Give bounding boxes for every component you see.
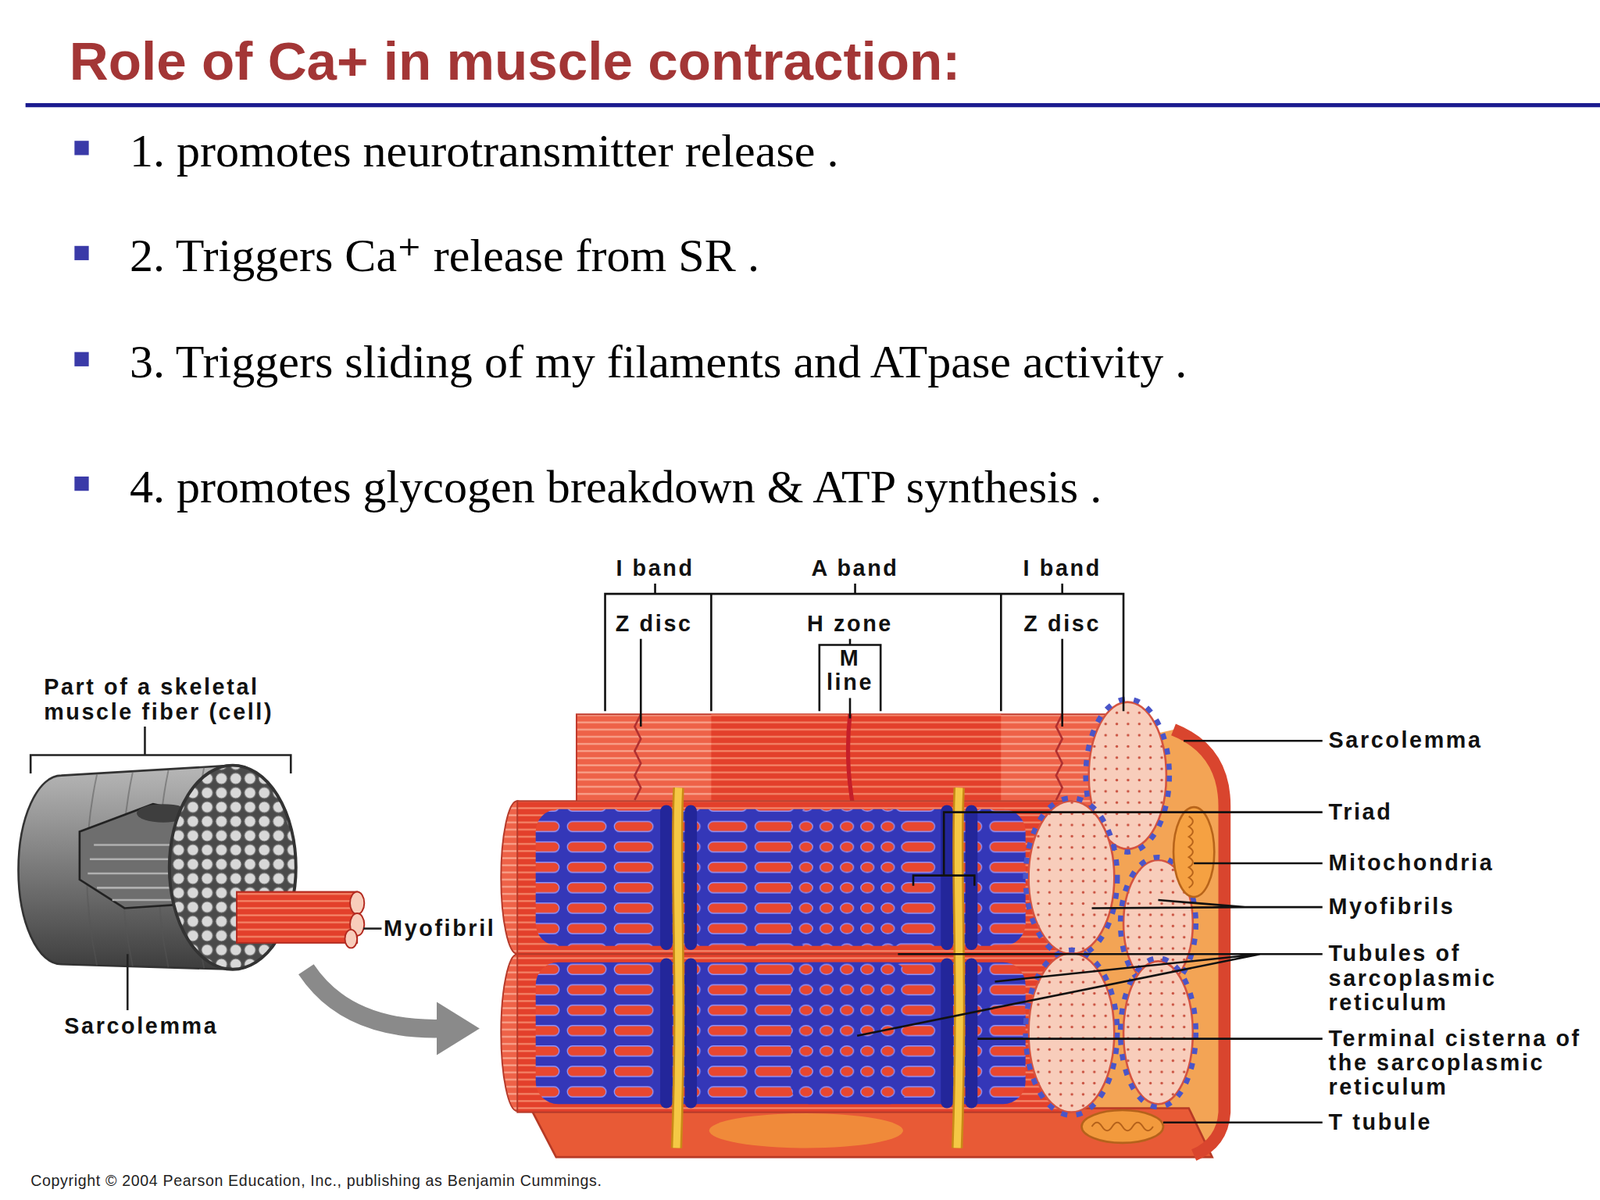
band-label: Z disc	[990, 612, 1134, 637]
myofibril-end	[350, 892, 365, 915]
sr-mesh	[790, 809, 908, 947]
zoom-arrowhead	[436, 1002, 480, 1056]
band-leaders	[640, 639, 1062, 727]
floor-patch	[709, 1113, 904, 1148]
band-label: A band	[783, 556, 927, 581]
t-tubule-edge	[676, 787, 679, 1148]
terminal-cisterna	[684, 957, 697, 1108]
slide-title: Role of Ca+ in muscle contraction:	[69, 33, 961, 88]
leader-line	[913, 812, 1323, 886]
myofibril-end	[1028, 800, 1115, 954]
z-disc-mark	[1056, 714, 1063, 800]
title-rule	[25, 103, 1600, 108]
myofibril-end	[344, 929, 358, 949]
bullet-point: 2. Triggers Ca⁺ release from SR .	[129, 228, 1590, 283]
copyright-note: Copyright © 2004 Pearson Education, Inc.…	[30, 1171, 950, 1190]
terminal-cisterna	[660, 805, 673, 950]
t-tubule-openings	[1025, 950, 1118, 1116]
sr-mesh	[790, 962, 908, 1105]
part-label: Mitochondria	[1328, 850, 1585, 875]
band-label: I band	[990, 556, 1134, 581]
mitochondrion-cristae	[1189, 816, 1193, 888]
band-bracket	[605, 583, 1125, 711]
myofibril-end	[1123, 960, 1193, 1104]
zoom-arrow	[306, 969, 441, 1029]
leader-line	[1163, 1121, 1323, 1124]
fiber-floor	[530, 1107, 1212, 1158]
leader-line	[1193, 862, 1323, 865]
mitochondrion	[1081, 1110, 1163, 1143]
terminal-cisterna	[965, 957, 979, 1108]
leader-line	[977, 1037, 1322, 1040]
leader-line	[1092, 900, 1323, 908]
band-label: H zone	[778, 612, 922, 637]
bullet-point: 1. promotes neurotransmitter release .	[129, 123, 1590, 178]
fiber-bracket	[30, 726, 291, 774]
terminal-cisterna	[940, 957, 954, 1108]
t-tubule	[957, 787, 960, 1148]
mitochondrion	[1173, 807, 1215, 897]
t-tubule-openings	[1025, 797, 1118, 958]
top-myofibril	[576, 714, 1128, 807]
z-disc-mark	[634, 714, 641, 800]
leader-line	[1183, 739, 1323, 743]
leader-line	[126, 953, 129, 1011]
part-label: Sarcolemma	[1328, 728, 1585, 754]
myofibril	[517, 800, 1072, 954]
part-label: Sarcolemma	[64, 1014, 268, 1039]
part-label: Triad	[1328, 800, 1585, 825]
bullet-point: 3. Triggers sliding of my filaments and …	[129, 334, 1590, 389]
part-label: Myofibril	[383, 916, 547, 941]
band-label: I band	[583, 556, 727, 581]
part-label: Myofibrils	[1328, 894, 1585, 919]
m-line-mark	[847, 714, 853, 807]
bullet-square	[74, 246, 89, 261]
part-label: T tubule	[1328, 1110, 1585, 1135]
t-tubule	[676, 787, 679, 1148]
leader-line	[363, 927, 383, 930]
t-tubule-edge	[957, 787, 960, 1148]
terminal-cisterna	[965, 805, 979, 950]
bullet-square	[74, 140, 89, 155]
bullet-point: 4. promotes glycogen breakdown & ATP syn…	[129, 459, 1590, 514]
band-label: M line	[823, 646, 877, 696]
terminal-cisterna	[684, 805, 697, 950]
terminal-cisterna	[660, 957, 673, 1108]
part-label: Part of a skeletal muscle fiber (cell)	[43, 675, 300, 725]
band-label: Z disc	[582, 612, 726, 637]
myofibril-bundle	[236, 892, 358, 943]
leader-line	[857, 953, 1323, 1036]
part-label: Tubules of sarcoplasmic reticulum	[1328, 942, 1564, 1016]
bullet-square	[74, 476, 89, 491]
terminal-cisterna	[940, 805, 954, 950]
myofibril	[517, 953, 1072, 1112]
mitochondrion-cristae	[1092, 1122, 1154, 1131]
bullet-square	[74, 352, 89, 367]
part-label: Terminal cisterna of the sarcoplasmic re…	[1328, 1026, 1595, 1100]
